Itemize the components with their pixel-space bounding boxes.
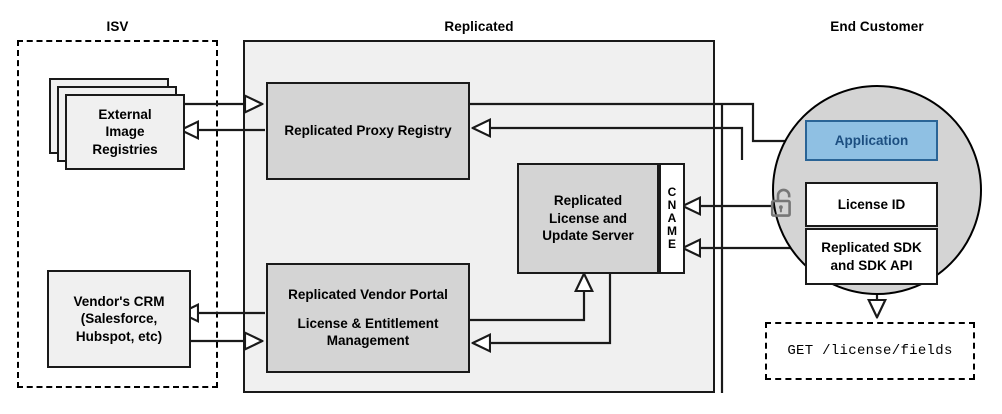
vendor-portal-line-1: License & Entitlement <box>297 315 439 331</box>
license-update-server-line-3: Update Server <box>542 228 634 244</box>
node-api-call-license-fields[interactable]: GET /license/fields <box>765 322 975 380</box>
external-image-registries-line-2: Image <box>105 124 145 140</box>
replicated-sdk-line-1: Replicated SDK <box>821 239 922 255</box>
cname-letter-m: M <box>667 223 677 238</box>
zone-label-replicated: Replicated <box>444 19 514 34</box>
node-replicated-license-update-server[interactable]: Replicated License and Update Server <box>517 163 659 274</box>
api-call-label: GET /license/fields <box>787 343 953 359</box>
license-update-server-line-2: License and <box>548 210 628 226</box>
application-label: Application <box>834 132 909 148</box>
isv-zone-boundary <box>17 40 218 388</box>
replicated-proxy-registry-label: Replicated Proxy Registry <box>284 123 452 139</box>
cname-letter-e: E <box>667 236 676 251</box>
vendor-portal-line-2: Management <box>326 333 410 349</box>
cname-letter-n: N <box>667 198 677 213</box>
unlocked-padlock-icon <box>767 185 797 221</box>
node-application[interactable]: Application <box>805 120 938 161</box>
node-replicated-proxy-registry[interactable]: Replicated Proxy Registry <box>266 82 470 180</box>
node-replicated-vendor-portal[interactable]: Replicated Vendor Portal License & Entit… <box>266 263 470 373</box>
node-cname-band[interactable]: C N A M E <box>659 163 685 274</box>
replicated-sdk-line-2: and SDK API <box>830 257 913 273</box>
external-image-registries-line-3: Registries <box>92 141 158 157</box>
node-license-id[interactable]: License ID <box>805 182 938 227</box>
node-replicated-sdk[interactable]: Replicated SDK and SDK API <box>805 228 938 285</box>
cname-letter-c: C <box>667 185 677 200</box>
license-id-label: License ID <box>837 196 906 212</box>
license-update-server-line-1: Replicated <box>553 193 623 209</box>
zone-label-isv: ISV <box>106 19 129 34</box>
external-image-registries-line-1: External <box>98 106 152 122</box>
vendors-crm-line-3: Hubspot, etc) <box>75 328 163 344</box>
cname-letter-a: A <box>667 211 677 226</box>
replicated-vendor-portal-title: Replicated Vendor Portal <box>288 287 448 303</box>
vendors-crm-line-1: Vendor's CRM <box>73 293 165 309</box>
node-external-image-registries[interactable]: External Image Registries <box>65 94 185 170</box>
node-vendors-crm[interactable]: Vendor's CRM (Salesforce, Hubspot, etc) <box>47 270 191 368</box>
zone-label-end-customer: End Customer <box>830 19 924 34</box>
vendors-crm-line-2: (Salesforce, <box>80 311 158 327</box>
